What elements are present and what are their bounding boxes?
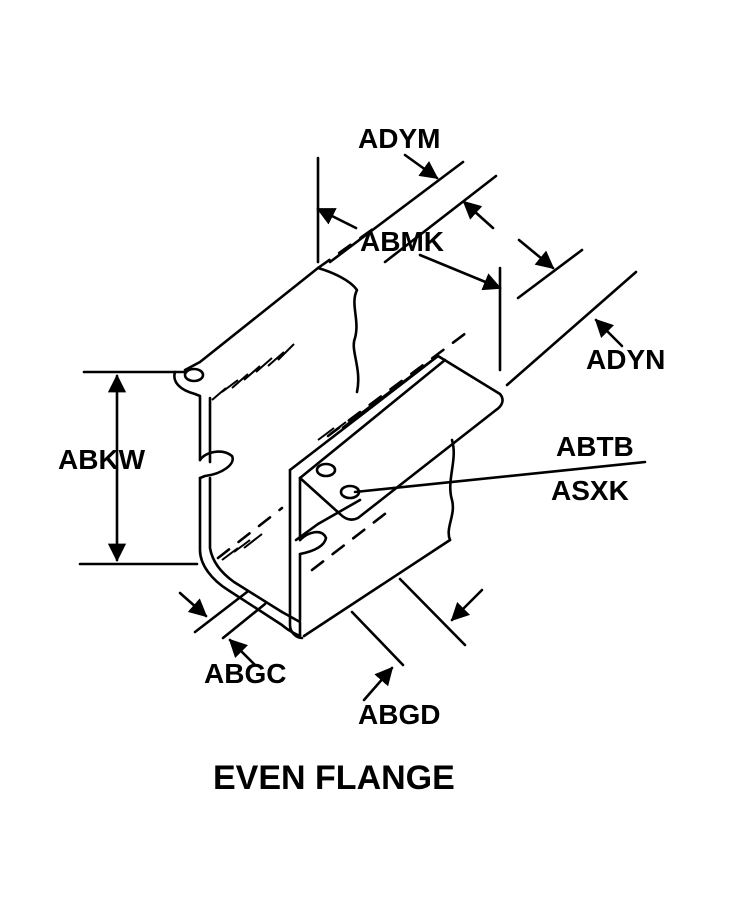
- guide-line-3: [516, 248, 584, 300]
- dashed-line-lower: [310, 508, 392, 572]
- label-asxk: ASXK: [551, 475, 629, 506]
- abmk-dimension-left: [316, 207, 358, 230]
- screw-hole-right-flange-1: [315, 462, 337, 478]
- abgd-arrow-right: [450, 588, 484, 622]
- right-wall-break: [447, 438, 456, 542]
- left-wall-top-edge: [183, 266, 320, 372]
- right-wall-bottom-edge: [302, 538, 452, 638]
- abgc-extension-left: [193, 590, 249, 634]
- channel-floor: [280, 610, 302, 638]
- guide-line-2: [383, 174, 498, 264]
- adyn-leader: [594, 318, 624, 348]
- abgd-extension-right: [398, 577, 467, 647]
- inner-left-wall-lower: [208, 476, 284, 614]
- label-abmk: ABMK: [360, 226, 444, 257]
- abgd-extension-left: [350, 610, 405, 667]
- right-wall-outer: [288, 468, 304, 640]
- hatch-right: [317, 399, 381, 441]
- guide-line-1: [328, 160, 465, 264]
- label-abgd: ABGD: [358, 699, 441, 730]
- abmk-dimension-right: [418, 253, 502, 291]
- right-wall-slot: [298, 530, 328, 556]
- label-adyn: ADYN: [586, 344, 666, 375]
- abtb-leader: [353, 460, 647, 494]
- abgd-arrow-left: [362, 666, 394, 702]
- dashed-line-mid: [326, 328, 472, 438]
- left-wall-break: [316, 266, 360, 394]
- hatch-left-lower: [221, 533, 263, 561]
- adym-secondary-arrow: [462, 200, 495, 230]
- left-wall-lower: [198, 476, 302, 638]
- guide-line-4: [505, 270, 638, 387]
- dashed-line-upper: [316, 222, 382, 270]
- label-adym: ADYM: [358, 123, 441, 154]
- label-abtb: ABTB: [556, 431, 634, 462]
- right-flange-top: [288, 354, 504, 521]
- adym-leader: [403, 153, 439, 180]
- diagram-title: EVEN FLANGE: [213, 759, 455, 797]
- abgc-extension-right: [221, 602, 267, 640]
- abgc-arrow-left: [178, 591, 208, 618]
- screw-hole-left-flange: [183, 367, 205, 383]
- left-flange-slot: [198, 450, 234, 480]
- right-flange-edge: [298, 358, 447, 480]
- abgc-arrow-right: [228, 638, 257, 667]
- hatch-left-upper: [211, 343, 295, 401]
- adym-tertiary-arrow: [517, 238, 555, 270]
- channel-inner-floor-edge: [294, 498, 362, 542]
- dashed-line-left: [216, 506, 284, 560]
- left-flange-lip: [173, 370, 202, 462]
- label-abgc: ABGC: [204, 658, 287, 689]
- label-abkw: ABKW: [58, 444, 146, 475]
